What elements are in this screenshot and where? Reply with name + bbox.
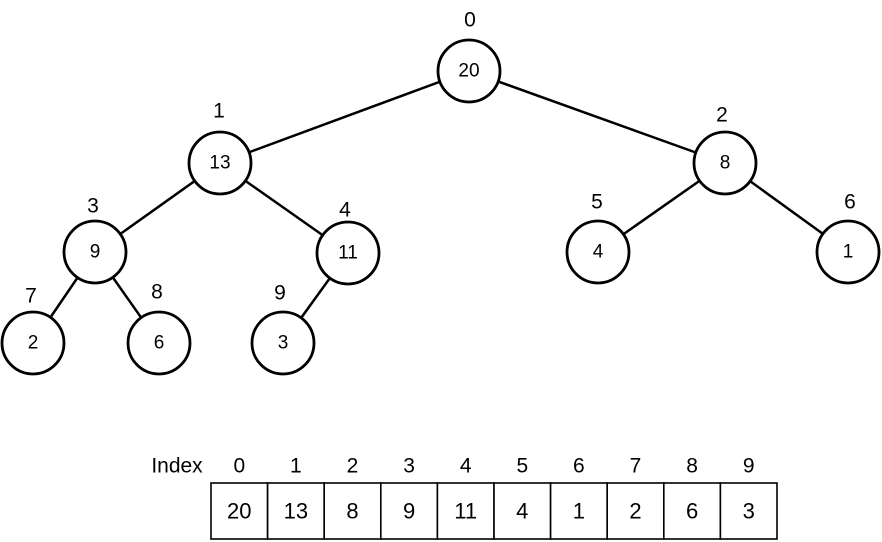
tree-node-index-label-5: 5 — [591, 191, 603, 214]
tree-node-value-3: 9 — [90, 242, 101, 263]
tree-node-index-label-0: 0 — [464, 9, 476, 32]
tree-node-index-label-3: 3 — [87, 195, 99, 218]
tree-node-circle-9 — [250, 310, 316, 376]
tree-node-value-9: 3 — [278, 333, 289, 354]
array-index-label-5: 5 — [516, 455, 528, 478]
tree-node-circle-1 — [187, 130, 253, 196]
array-cell-value-6: 1 — [573, 499, 585, 524]
tree-node-index-label-7: 7 — [25, 285, 37, 308]
array-cell-value-3: 9 — [403, 499, 415, 524]
tree-node-circle-2 — [692, 130, 758, 196]
array-index-label-6: 6 — [573, 455, 585, 478]
tree-node-value-8: 6 — [154, 333, 165, 354]
array-index-label-4: 4 — [460, 455, 472, 478]
array-index-label-8: 8 — [686, 455, 698, 478]
array-cell-value-9: 3 — [743, 499, 755, 524]
array-cell-rect-0 — [210, 482, 269, 540]
array-index-label-9: 9 — [743, 455, 755, 478]
array-cell-value-1: 13 — [284, 499, 308, 524]
tree-node-circle-4 — [315, 220, 381, 286]
array-index-label-1: 1 — [290, 455, 302, 478]
array-index-label-0: 0 — [233, 455, 245, 478]
tree-node-index-label-2: 2 — [716, 104, 728, 127]
tree-node-index-label-1: 1 — [213, 100, 225, 123]
tree-node-circle-0 — [436, 38, 502, 104]
tree-node-value-5: 4 — [593, 242, 604, 263]
tree-node-circle-3 — [62, 219, 128, 285]
tree-node-value-2: 8 — [720, 153, 731, 174]
tree-node-index-label-4: 4 — [339, 199, 351, 222]
tree-node-circle-6 — [815, 219, 881, 285]
array-cell-value-4: 11 — [454, 499, 477, 524]
array-cell-rect-2 — [323, 482, 382, 540]
array-cell-rect-6 — [549, 482, 608, 540]
array-index-header-label: Index — [151, 455, 203, 478]
tree-node-value-1: 13 — [209, 153, 230, 174]
array-cell-rect-1 — [266, 482, 326, 540]
tree-node-circle-7 — [0, 310, 66, 376]
tree-index-labels-layer: 0 1 2 3 4 5 6 7 8 9 — [25, 9, 856, 308]
tree-node-value-0: 20 — [458, 61, 479, 82]
tree-node-index-label-6: 6 — [844, 191, 856, 214]
array-cell-rect-4 — [436, 482, 495, 540]
tree-node-index-label-8: 8 — [151, 281, 163, 304]
tree-node-circle-8 — [126, 310, 192, 376]
array-cell-value-0: 20 — [227, 499, 251, 524]
array-cell-value-2: 8 — [346, 499, 358, 524]
array-index-label-3: 3 — [403, 455, 415, 478]
array-index-label-7: 7 — [630, 455, 642, 478]
tree-edge-0-2 — [467, 69, 727, 165]
array-index-label-2: 2 — [347, 455, 359, 478]
tree-node-value-6: 1 — [843, 242, 854, 263]
tree-node-value-4: 11 — [338, 243, 358, 264]
array-index-row: 0 1 2 3 4 5 6 7 8 9 — [233, 455, 754, 478]
tree-edge-0-1 — [218, 69, 471, 165]
array-cell-value-5: 4 — [516, 499, 528, 524]
array-cell-rect-7 — [606, 482, 665, 540]
tree-node-index-label-9: 9 — [274, 282, 286, 305]
tree-node-value-7: 2 — [28, 333, 39, 354]
array-cell-rect-9 — [719, 482, 778, 540]
array-cell-value-7: 2 — [629, 499, 641, 524]
tree-node-circle-5 — [565, 219, 631, 285]
array-cell-value-8: 6 — [686, 499, 698, 524]
array-cell-rect-8 — [662, 482, 722, 540]
array-cells-row: 20 13 8 9 11 4 1 2 6 3 — [210, 482, 778, 540]
